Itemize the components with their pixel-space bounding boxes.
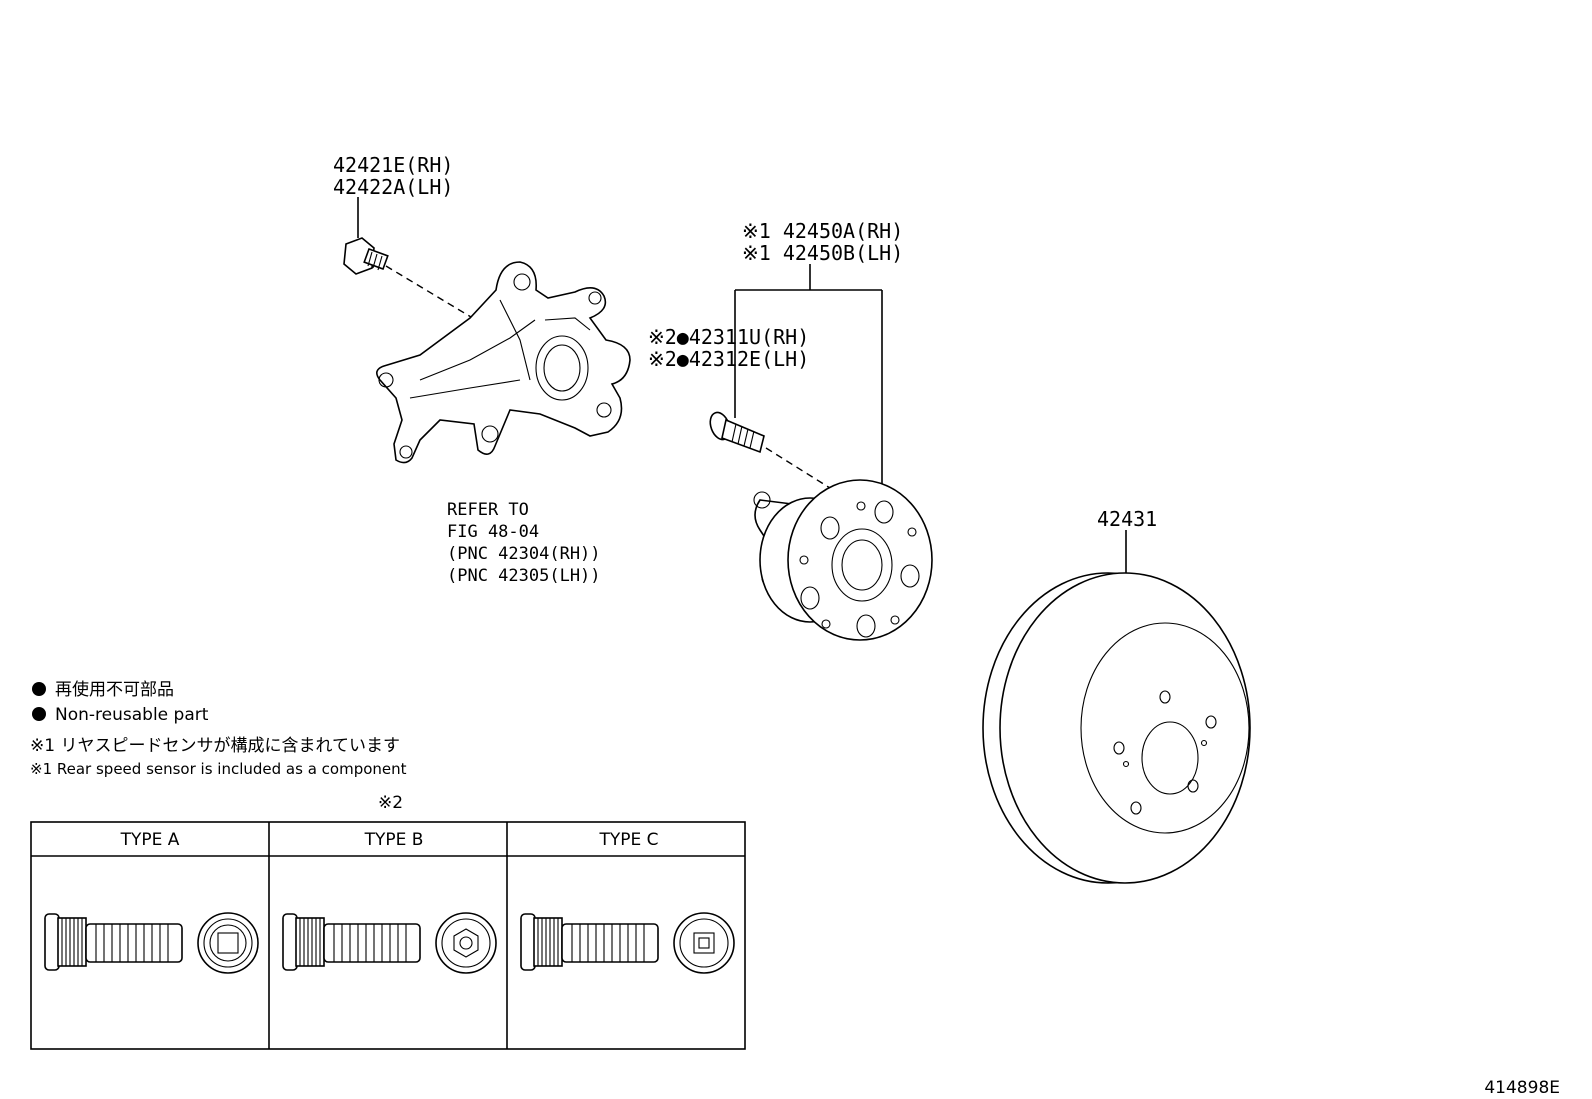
label-bolt-lh: 42422A(LH)	[333, 175, 453, 199]
dash-bolt-knuckle	[385, 265, 487, 327]
dash-stud-hub	[765, 447, 831, 489]
hub-bolt-part	[709, 411, 765, 454]
rear-knuckle-part	[376, 261, 631, 464]
refer-line-3: (PNC 42304(RH))	[447, 544, 601, 564]
type-a-stud-side-part	[44, 913, 183, 971]
legend-non-reusable-jp: 再使用不可部品	[55, 679, 174, 700]
type-c-stud-side-part	[520, 913, 659, 971]
legend-non-reusable-en: Non-reusable part	[55, 705, 209, 725]
refer-line-4: (PNC 42305(LH))	[447, 566, 601, 586]
refer-line-2: FIG 48-04	[447, 522, 539, 542]
bullet-icon-en	[32, 707, 46, 721]
flange-bolt-part	[343, 237, 389, 275]
note1-jp: ※1 リヤスピードセンサが構成に含まれています	[30, 736, 400, 756]
type-b-stud-side-part	[282, 913, 421, 971]
stud-type-table	[30, 821, 746, 1050]
label-hub-lh: ※1 42450B(LH)	[742, 241, 903, 265]
brake-disc-part	[982, 572, 1251, 884]
type-c-header: TYPE C	[598, 830, 658, 850]
note1-en: ※1 Rear speed sensor is included as a co…	[30, 760, 407, 778]
bullet-icon-jp	[32, 682, 46, 696]
type-b-header: TYPE B	[364, 830, 424, 850]
type-c-stud-end-part	[673, 912, 735, 974]
type-b-stud-end-part	[435, 912, 497, 974]
figure-id: 414898E	[1484, 1078, 1560, 1098]
hub-bearing-assembly-part	[753, 479, 933, 641]
label-stud-rh: ※2●42311U(RH)	[648, 325, 809, 349]
label-hub-rh: ※1 42450A(RH)	[742, 219, 903, 243]
label-disc: 42431	[1097, 507, 1157, 531]
label-stud-lh: ※2●42312E(LH)	[648, 347, 809, 371]
type-a-header: TYPE A	[120, 830, 180, 850]
label-bolt-rh: 42421E(RH)	[333, 153, 453, 177]
type-a-stud-end-part	[197, 912, 259, 974]
refer-line-1: REFER TO	[447, 500, 529, 520]
note2-mark: ※2	[378, 793, 403, 813]
